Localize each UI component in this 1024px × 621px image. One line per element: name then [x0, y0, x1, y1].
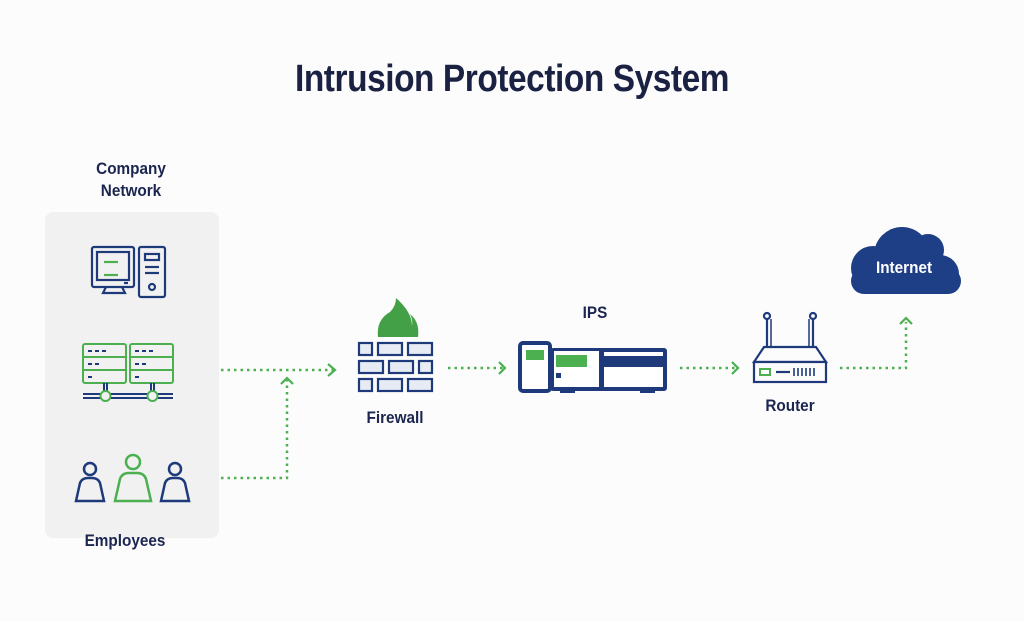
employee-person-icon	[74, 461, 106, 503]
arrowhead-icon	[498, 361, 507, 375]
arrowhead-icon	[327, 363, 337, 377]
desktop-computer-icon	[90, 245, 167, 299]
employees-label: Employees	[84, 531, 166, 550]
firewall-label: Firewall	[366, 408, 424, 427]
router-label: Router	[765, 396, 815, 415]
flame-icon	[377, 298, 419, 337]
ips-appliance-icon	[518, 341, 667, 393]
cloud-icon	[851, 227, 961, 294]
arrowhead-icon	[899, 316, 913, 325]
arrowhead-icon	[731, 361, 740, 375]
company-network-label-line1: Company	[96, 159, 166, 178]
employee-person-icon	[113, 453, 153, 503]
company-network-label: Company Network	[76, 158, 186, 202]
connector-employees-to-firewall	[221, 380, 289, 480]
arrowhead-icon	[280, 376, 294, 385]
router-icon	[751, 311, 829, 384]
server-rack-icon	[82, 343, 174, 402]
firewall-icon	[357, 298, 434, 393]
arrowheads	[280, 316, 913, 385]
company-network-label-line2: Network	[100, 181, 162, 200]
internet-label: Internet	[875, 258, 933, 277]
employees-group-icon	[74, 453, 191, 503]
employee-person-icon	[159, 461, 191, 503]
flow-connectors	[221, 322, 908, 480]
company-network-panel	[45, 212, 219, 538]
diagram-title: Intrusion Protection System	[294, 58, 730, 100]
connector-router-to-internet	[840, 322, 908, 370]
ips-label: IPS	[582, 303, 608, 322]
